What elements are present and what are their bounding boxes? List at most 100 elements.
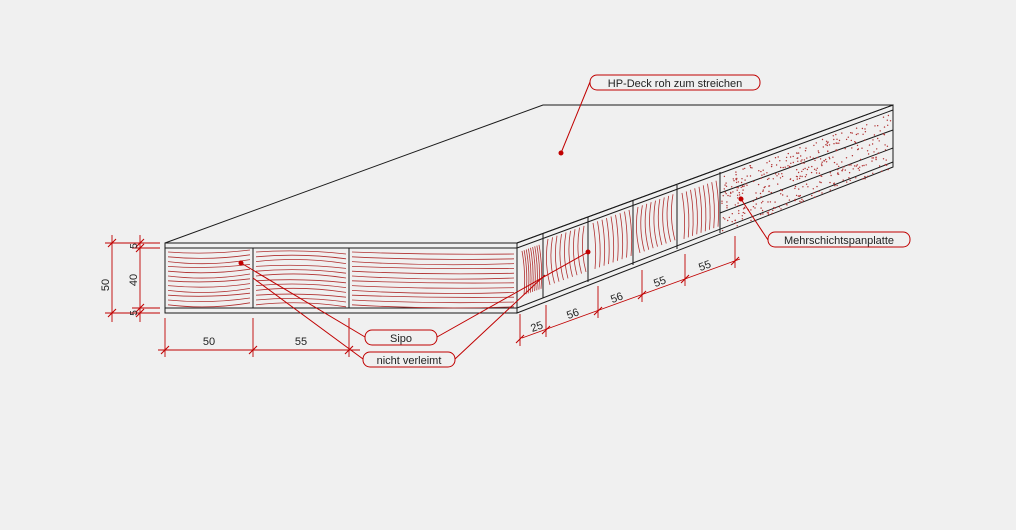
speckle-dot [795, 194, 798, 197]
speckle-dot [826, 142, 828, 144]
grain-line [715, 180, 720, 227]
grain-line [644, 203, 650, 250]
grain-line [255, 269, 347, 274]
speckle-dot [780, 193, 782, 195]
speckle-dot [878, 140, 880, 142]
speckle-dot [861, 165, 864, 167]
grain-line [255, 279, 347, 284]
speckle-dot [815, 172, 818, 174]
speckle-dot [799, 175, 801, 177]
speckle-dot [841, 132, 843, 134]
speckle-dot [812, 188, 814, 190]
speckle-dot [867, 175, 869, 177]
speckle-dot [877, 125, 879, 127]
speckle-dot [735, 181, 738, 184]
speckle-dot [872, 157, 875, 159]
dim-bottom: 5 [129, 310, 140, 316]
speckle-dot [838, 139, 841, 142]
speckle-dot [749, 165, 752, 167]
speckle-dot [746, 175, 748, 177]
grain-line [167, 268, 251, 274]
speckle-dot [802, 200, 804, 202]
grain-line [694, 188, 698, 235]
speckle-dot [722, 195, 724, 197]
speckle-dot [726, 205, 728, 207]
dim-front-0: 50 [203, 336, 215, 348]
speckle-dot [825, 158, 827, 161]
speckle-dot [787, 165, 789, 167]
speckle-dot [773, 206, 775, 209]
grain-line [167, 273, 251, 279]
speckle-dot [754, 207, 756, 209]
grain-line [167, 278, 251, 283]
speckle-dot [760, 170, 762, 173]
speckle-dot [836, 173, 839, 175]
speckle-dot [842, 168, 844, 170]
speckle-dot [729, 195, 731, 197]
speckle-dot [787, 152, 789, 155]
speckle-dot [802, 186, 804, 188]
speckle-dot [772, 178, 774, 180]
speckle-dot [766, 162, 768, 164]
speckle-dot [794, 198, 796, 201]
speckle-dot [878, 165, 881, 167]
grain-line [662, 197, 667, 244]
grain-line [615, 214, 619, 261]
speckle-dot [882, 158, 885, 160]
speckle-dot [780, 189, 782, 191]
speckle-dot [734, 219, 736, 222]
top-surface [164, 104, 894, 244]
grain-line [255, 264, 347, 269]
speckle-dot [763, 186, 765, 189]
grain-line [702, 185, 707, 232]
speckle-dot [836, 142, 838, 144]
label-joint: nicht verleimt [362, 351, 456, 368]
speckle-dot [851, 132, 853, 134]
speckle-dot [863, 164, 865, 167]
speckle-dot [805, 174, 808, 176]
grain-line [351, 290, 515, 294]
speckle-dot [848, 172, 851, 174]
grain-line [564, 232, 569, 279]
grain-line [351, 256, 515, 260]
speckle-dot [844, 169, 846, 171]
speckle-dot [762, 200, 764, 203]
speckle-dot [802, 168, 804, 171]
speckle-dot [801, 198, 803, 200]
speckle-dot [775, 164, 778, 166]
speckle-dot [857, 133, 859, 135]
speckle-dot [844, 148, 846, 150]
speckle-dot [874, 125, 876, 127]
speckle-dot [755, 197, 758, 199]
speckle-dot [781, 173, 783, 175]
speckle-dot [789, 178, 792, 180]
speckle-dot [786, 195, 788, 197]
speckle-dot [736, 186, 738, 189]
speckle-dot [778, 173, 780, 175]
speckle-dot [725, 193, 727, 195]
speckle-dot [724, 191, 726, 193]
speckle-dot [764, 186, 766, 188]
side-dimension-tick [541, 325, 551, 335]
speckle-dot [829, 189, 831, 191]
speckle-dot [788, 199, 791, 201]
speckle-dot [728, 216, 730, 219]
speckle-dot [742, 211, 744, 214]
speckle-dot [818, 172, 821, 174]
grain-line [628, 209, 633, 256]
dim-core: 40 [128, 274, 140, 286]
speckle-dot [768, 177, 770, 180]
speckle-dot [825, 161, 828, 163]
grain-line [255, 283, 347, 288]
grain-line [624, 211, 628, 258]
speckle-dot [862, 133, 864, 135]
speckle-dot [785, 160, 787, 162]
grain-line [690, 189, 694, 236]
label-top-surface: HP-Deck roh zum streichen [589, 74, 761, 91]
speckle-dot [866, 150, 869, 152]
speckle-dot [774, 207, 776, 209]
speckle-dot [772, 209, 774, 212]
speckle-dot [801, 175, 803, 178]
speckle-dot [760, 196, 762, 198]
